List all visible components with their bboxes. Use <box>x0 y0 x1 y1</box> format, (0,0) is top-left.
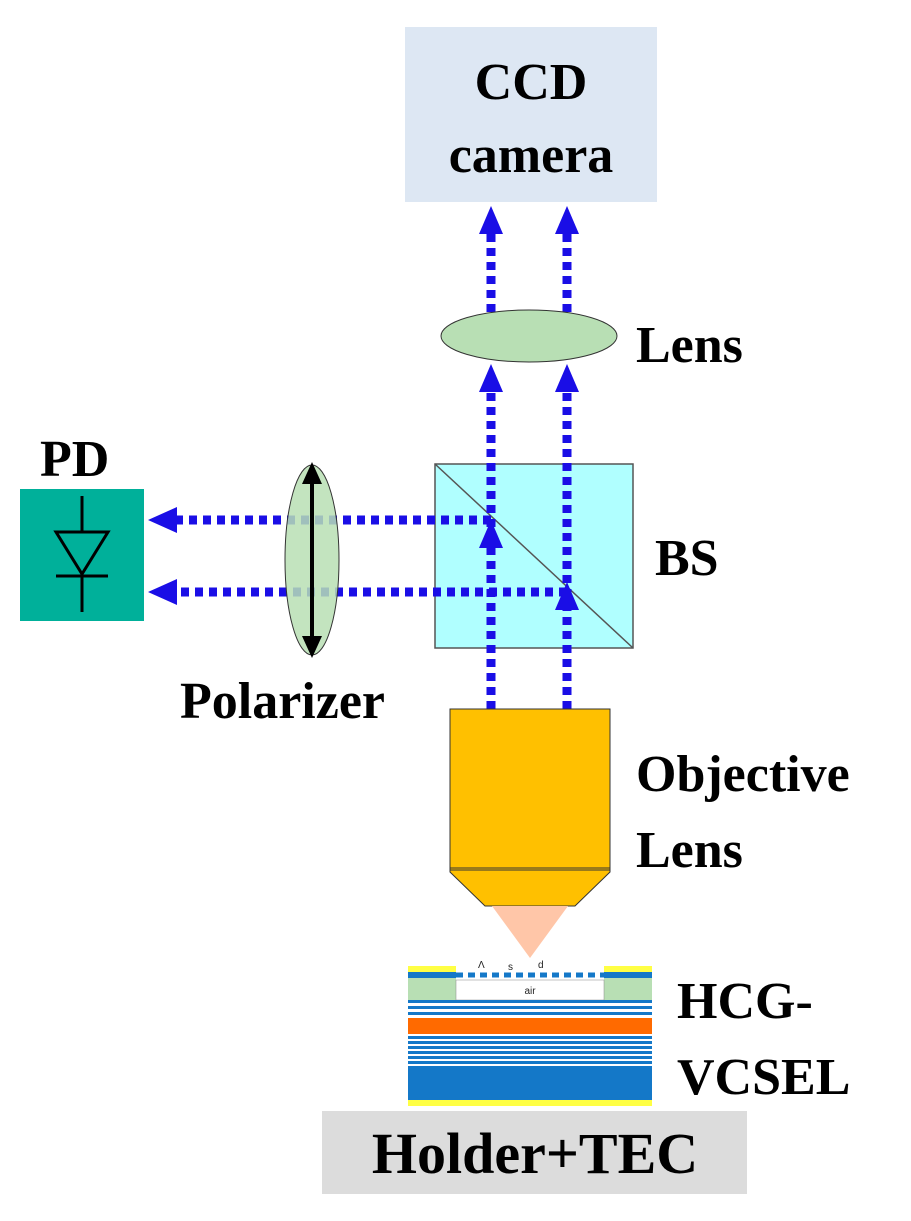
photodetector: PD <box>20 431 144 621</box>
camera-label: camera <box>449 127 614 184</box>
pd-label: PD <box>40 431 109 488</box>
polarizer-label: Polarizer <box>180 673 385 730</box>
ccd-camera: CCD camera <box>405 27 657 202</box>
polarizer-arrow-up <box>302 462 322 484</box>
vcsel-contact-left <box>408 966 456 972</box>
holder-box <box>322 1111 747 1194</box>
vcsel-substrate <box>408 1066 652 1100</box>
hcg-label-line1: HCG- <box>677 973 813 1030</box>
hcg-label-line2: VCSEL <box>677 1049 850 1106</box>
lens-label: Lens <box>636 317 743 374</box>
polarizer: Polarizer <box>180 462 385 730</box>
ccd-label: CCD <box>475 54 588 111</box>
grating-s-label: s <box>508 962 513 973</box>
light-cone <box>492 906 568 958</box>
beam-splitter-diagonal <box>434 463 634 649</box>
objective-lens: Objective Lens <box>449 708 850 907</box>
arrowhead-up-bs-left <box>479 520 503 548</box>
vcsel-layer-stack <box>408 1000 652 1106</box>
vcsel-active-layer <box>408 1018 652 1034</box>
arrowhead-left-bottom <box>148 579 177 605</box>
grating-period-label: Λ <box>478 960 485 971</box>
vcsel-contact-right <box>604 966 652 972</box>
vcsel-top-layer-left <box>408 972 456 978</box>
arrowhead-up-upper-right <box>555 206 579 234</box>
vcsel-support-right <box>604 978 652 1000</box>
lens: Lens <box>440 309 743 374</box>
objective-tip <box>449 867 611 907</box>
holder-label: Holder+TEC <box>372 1121 698 1186</box>
arrowhead-left-top <box>148 507 177 533</box>
holder-tec: Holder+TEC <box>322 1111 747 1194</box>
objective-body <box>449 708 611 869</box>
beam-upper <box>479 206 579 312</box>
lens-shape <box>440 309 618 363</box>
objective-label-line2: Lens <box>636 822 743 879</box>
bs-label: BS <box>655 530 719 587</box>
vcsel-bottom-contact <box>408 1100 652 1106</box>
vcsel-support-left <box>408 978 456 1000</box>
arrowhead-up-upper-left <box>479 206 503 234</box>
beam-splitter: BS <box>434 463 719 649</box>
polarizer-arrow-down <box>302 636 322 658</box>
grating-d-label: d <box>538 960 544 971</box>
ccd-camera-box <box>405 27 657 202</box>
diode-icon <box>53 496 111 612</box>
objective-label-line1: Objective <box>636 746 850 803</box>
arrowhead-up-lens-left <box>479 364 503 392</box>
air-label: air <box>524 986 536 997</box>
hcg-vcsel: Λ s d air <box>408 960 850 1106</box>
arrowhead-up-lens-right <box>555 364 579 392</box>
vcsel-top-layer-right <box>604 972 652 978</box>
